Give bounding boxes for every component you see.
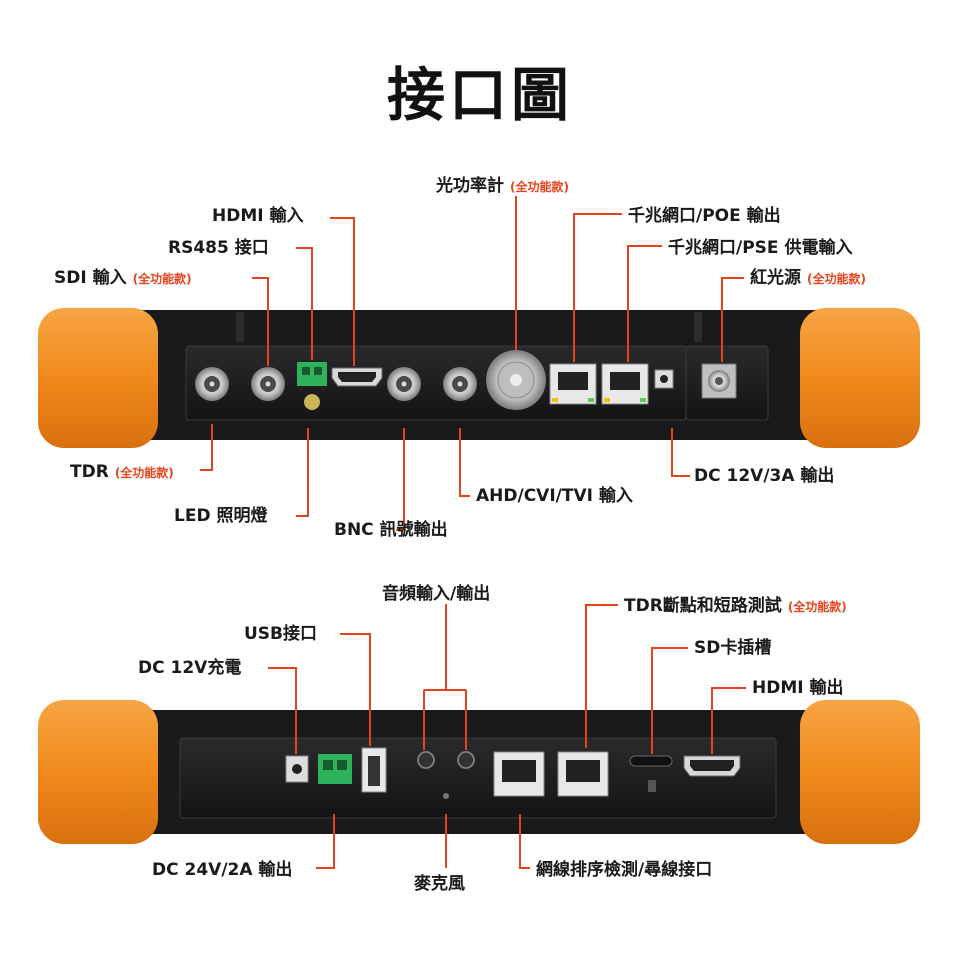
mic-hole (443, 793, 449, 799)
audio-jacks (417, 751, 475, 769)
label-red-light-text: 紅光源 (750, 268, 801, 288)
usb-port (361, 747, 387, 793)
label-optical-power: 光功率計 (全功能款) (436, 176, 569, 197)
left-bumper (38, 308, 158, 448)
rj45-pse-port (601, 363, 649, 405)
rj45-cable-test-port (493, 751, 545, 797)
label-sd-slot: SD卡插槽 (694, 638, 772, 658)
sd-card-slot (629, 755, 673, 792)
label-hdmi-in: HDMI 輸入 (212, 206, 304, 226)
label-dc12v-charge: DC 12V充電 (138, 658, 242, 678)
full-function-tag: (全功能款) (132, 272, 192, 286)
page-title: 接口圖 (386, 61, 573, 129)
right-bumper-bottom (800, 700, 920, 844)
bottom-device (38, 700, 920, 844)
rj45-poe-port (549, 363, 597, 405)
label-gigabit-pse: 千兆網口/PSE 供電輸入 (668, 238, 853, 258)
hdmi-out-port (683, 755, 741, 777)
label-ahd: AHD/CVI/TVI 輸入 (476, 486, 633, 506)
hdmi-in-port (331, 367, 383, 387)
top-callout-lines (200, 196, 744, 531)
optical-power-port (486, 350, 546, 410)
label-gigabit-poe: 千兆網口/POE 輸出 (628, 206, 781, 226)
led-light (304, 394, 320, 410)
sdi-bnc-port (251, 367, 285, 401)
dc24v-terminal (318, 754, 352, 784)
dc12v-charge-jack (285, 755, 309, 783)
label-sdi-in-text: SDI 輸入 (54, 268, 127, 288)
left-bumper-bottom (38, 700, 158, 844)
label-sdi-in: SDI 輸入 (全功能款) (54, 268, 192, 289)
dc12v-out-jack (654, 369, 674, 389)
label-optical-power-text: 光功率計 (436, 176, 504, 196)
label-rs485: RS485 接口 (168, 238, 269, 258)
bnc-out-port (387, 367, 421, 401)
ahd-bnc-port (443, 367, 477, 401)
rj45-tdr-port (557, 751, 609, 797)
label-led: LED 照明燈 (174, 506, 268, 526)
top-device (38, 308, 920, 448)
full-function-tag: (全功能款) (510, 180, 569, 194)
tdr-bnc-port (195, 367, 229, 401)
rs485-terminal (297, 362, 327, 386)
label-usb: USB接口 (244, 624, 318, 644)
label-dc12v-out: DC 12V/3A 輸出 (694, 466, 835, 486)
red-light-port (701, 363, 737, 399)
label-tdr-break-text: TDR斷點和短路測試 (624, 596, 782, 616)
label-dc24v-out: DC 24V/2A 輸出 (152, 860, 293, 880)
label-hdmi-out: HDMI 輸出 (752, 678, 844, 698)
full-function-tag: (全功能款) (787, 600, 847, 614)
label-tdr-text: TDR (70, 462, 109, 482)
full-function-tag: (全功能款) (807, 272, 866, 286)
right-bumper (800, 308, 920, 448)
full-function-tag: (全功能款) (114, 466, 174, 480)
label-tdr: TDR (全功能款) (70, 462, 174, 483)
label-red-light: 紅光源 (全功能款) (750, 268, 866, 289)
label-tdr-break: TDR斷點和短路測試 (全功能款) (624, 596, 847, 617)
label-cable-test: 網線排序檢測/尋線接口 (536, 860, 713, 880)
label-audio: 音頻輸入/輸出 (382, 584, 491, 604)
label-bnc-out: BNC 訊號輸出 (334, 520, 448, 540)
label-mic: 麥克風 (414, 874, 465, 894)
bottom-callout-lines (268, 604, 746, 869)
